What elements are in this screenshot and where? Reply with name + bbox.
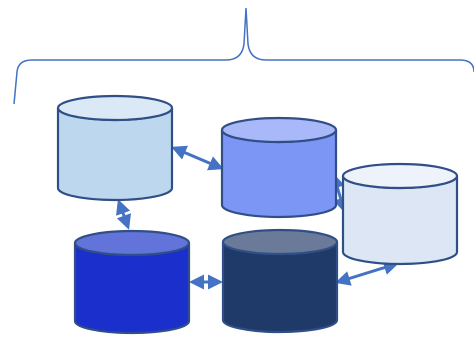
- db-bottom-left-cylinder: [73, 229, 191, 335]
- db-bottom-left-body: [73, 242, 191, 335]
- connector-db-bottom-center-to-db-far-right: [335, 260, 399, 286]
- db-center-right-lid: [220, 116, 338, 144]
- db-bottom-center-body: [221, 241, 339, 334]
- database-layer: [56, 94, 459, 335]
- db-far-right-lid: [341, 162, 459, 190]
- db-far-right-cylinder: [341, 162, 459, 266]
- connector-db-top-left-to-db-bottom-left: [116, 199, 131, 230]
- db-bottom-center-cylinder: [221, 228, 339, 334]
- db-top-left-lid: [56, 94, 174, 122]
- db-top-left-body: [56, 107, 174, 202]
- db-top-left-cylinder: [56, 94, 174, 202]
- db-far-right-body: [341, 175, 459, 266]
- db-bottom-left-lid: [73, 229, 191, 257]
- grouping-brace: [13, 7, 474, 105]
- db-bottom-center-lid: [221, 228, 339, 256]
- connector-db-top-left-to-db-center-right: [171, 145, 224, 171]
- db-center-right-cylinder: [220, 116, 338, 219]
